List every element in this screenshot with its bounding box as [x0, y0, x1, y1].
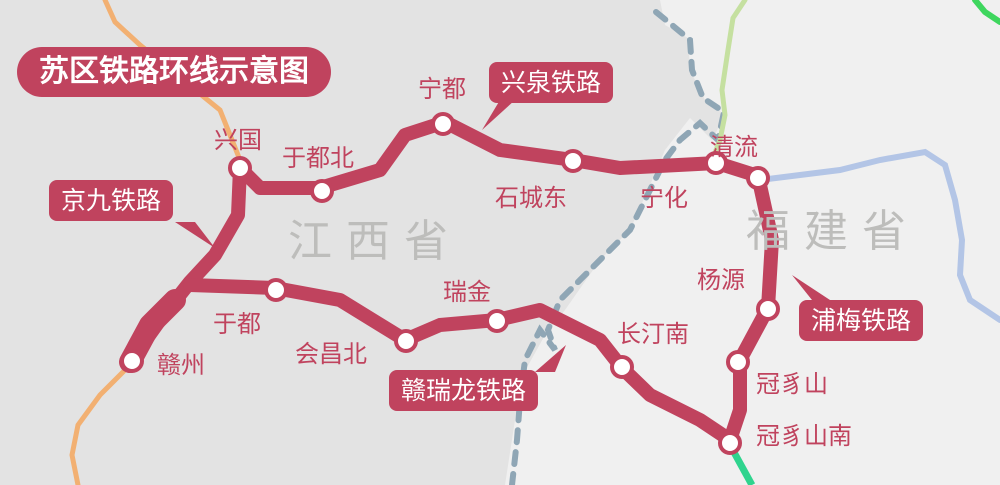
station-marker-guanzhishan[interactable]: [726, 350, 750, 374]
station-marker-ningdu[interactable]: [431, 112, 455, 136]
station-marker-yudu[interactable]: [264, 278, 288, 302]
callout-jingjiu-railway: 京九铁路: [49, 180, 174, 221]
station-label-yudu: 于都: [213, 310, 261, 338]
station-label-ruijin: 瑞金: [443, 278, 491, 306]
orange-line: [69, 0, 243, 485]
callout-pointer-jingjiu: [175, 222, 215, 248]
station-label-qingliu: 清流: [710, 133, 758, 161]
blue-river: [757, 148, 1000, 323]
station-label-ninghua: 宁化: [640, 184, 688, 212]
green-line: [972, 0, 1000, 25]
station-label-guanzhishannan: 冠豸山南: [756, 422, 852, 450]
station-label-shichengdong: 石城东: [495, 184, 567, 212]
callout-ganruilong-railway: 赣瑞龙铁路: [389, 370, 539, 411]
railway-pumei: [723, 169, 779, 447]
station-marker-yangyuan[interactable]: [756, 297, 780, 321]
jiangxi-region: [0, 0, 725, 485]
callout-pumei-railway: 浦梅铁路: [799, 300, 924, 341]
province-label-fujian: 福建省: [746, 206, 920, 257]
callout-pointer-ganruilong: [535, 345, 566, 372]
station-marker-guanzhishannan[interactable]: [718, 431, 742, 455]
station-label-xingguo: 兴国: [214, 126, 262, 154]
railway-ganzhou-section: [119, 289, 186, 373]
station-label-guanzhishan: 冠豸山: [756, 370, 828, 398]
station-label-changtingnan: 长汀南: [617, 320, 689, 348]
station-label-yudubei: 于都北: [282, 144, 354, 172]
railway-ganruilong: [183, 278, 737, 447]
station-marker-ninghua[interactable]: [704, 151, 728, 175]
station-label-ganzhou: 赣州: [157, 351, 205, 379]
station-marker-shichengdong[interactable]: [561, 149, 585, 173]
station-marker-ganzhou[interactable]: [120, 349, 144, 373]
callout-pointer-pumei: [792, 275, 830, 300]
station-marker-huichangbei[interactable]: [394, 329, 418, 353]
station-label-huichangbei: 会昌北: [295, 340, 367, 368]
callout-pointer-xingquan: [482, 100, 515, 130]
province-label-jiangxi: 江西省: [288, 216, 462, 267]
station-marker-qingliu[interactable]: [746, 166, 770, 190]
map-title: 苏区铁路环线示意图: [17, 47, 331, 97]
light-green-line: [709, 0, 748, 163]
station-label-ningdu: 宁都: [418, 75, 466, 103]
station-marker-yudubei[interactable]: [310, 179, 334, 203]
callout-xingquan-railway: 兴泉铁路: [489, 62, 614, 103]
station-marker-xingguo[interactable]: [228, 156, 252, 180]
province-border: [509, 9, 728, 485]
station-marker-ruijin[interactable]: [485, 309, 509, 333]
station-label-yangyuan: 杨源: [697, 266, 745, 294]
station-marker-changtingnan[interactable]: [610, 355, 634, 379]
